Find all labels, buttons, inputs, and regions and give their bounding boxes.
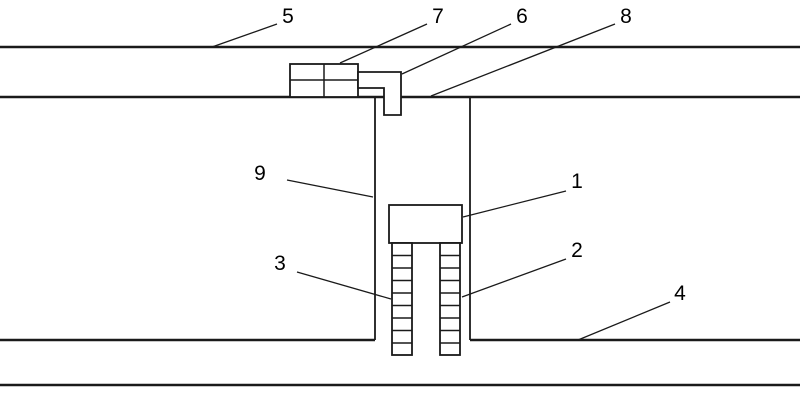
leader-7 [339,23,428,64]
label-3: 3 [274,252,286,275]
label-1: 1 [571,170,583,193]
reference-labels: 5 7 6 8 9 1 2 3 4 [254,5,686,305]
leader-1 [462,190,567,218]
label-5: 5 [282,5,294,28]
leader-4 [577,301,671,341]
leader-2 [461,258,567,298]
label-8: 8 [620,5,632,28]
top-block [289,63,359,98]
lower-slab [0,338,800,387]
leader-lines [211,23,671,341]
right-segmented-column [439,242,461,356]
label-9: 9 [254,162,266,185]
leader-3 [296,271,392,300]
leader-9 [286,179,374,198]
right-column-segments [440,254,460,344]
leader-5 [211,23,278,48]
left-column-segments [392,254,412,344]
anchor-cap [388,204,463,244]
label-2: 2 [571,239,583,262]
left-segmented-column [391,242,413,356]
label-6: 6 [516,5,528,28]
hook-bracket-shape [357,71,402,116]
hook-bracket [357,71,402,116]
label-7: 7 [432,5,444,28]
leader-6 [401,23,512,75]
label-4: 4 [674,282,686,305]
leader-8 [430,23,616,97]
anchor-assembly [388,204,463,356]
channel-walls [374,97,471,340]
